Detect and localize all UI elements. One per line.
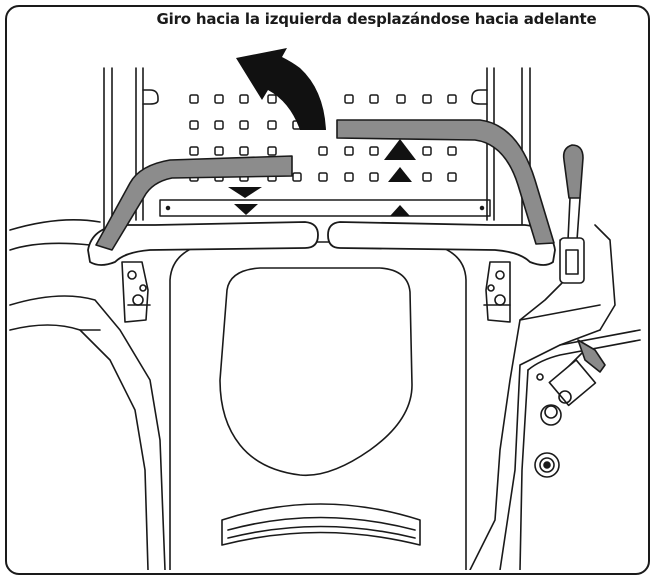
up-arrows bbox=[384, 139, 416, 216]
control-panel bbox=[519, 339, 641, 570]
body-left bbox=[9, 218, 166, 570]
curved-turn-left-arrow bbox=[236, 48, 326, 130]
operator-seat bbox=[169, 241, 467, 570]
left-steering-lever bbox=[95, 155, 293, 251]
caption-title: Giro hacia la izquierda desplazándose ha… bbox=[156, 10, 597, 28]
bracket-right bbox=[483, 261, 511, 323]
perforated-panel bbox=[159, 94, 491, 217]
right-steering-lever bbox=[336, 119, 555, 245]
body-right bbox=[469, 224, 641, 570]
bracket-left bbox=[121, 261, 151, 323]
down-arrows bbox=[228, 187, 262, 215]
throttle-lever bbox=[559, 144, 585, 284]
